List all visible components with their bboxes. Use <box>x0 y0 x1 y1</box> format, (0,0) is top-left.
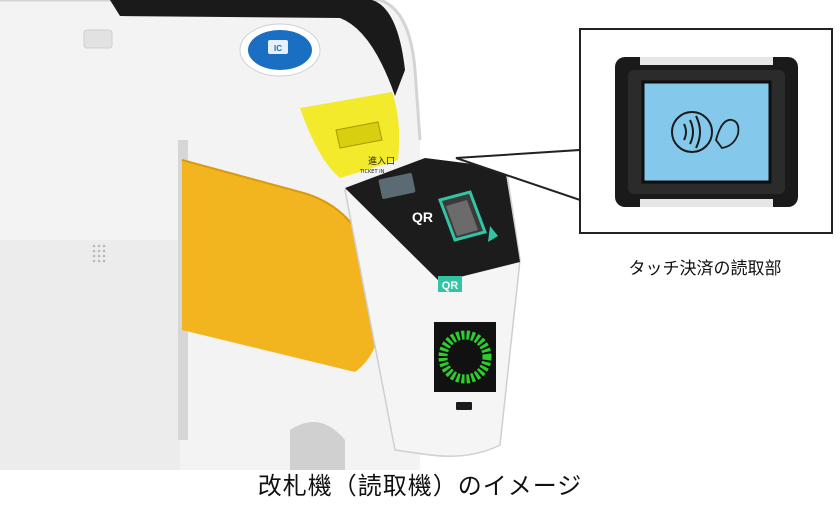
qr-main-label: QR <box>412 209 433 225</box>
entry-label-en: TICKET IN <box>359 169 385 175</box>
contactless-icon <box>671 111 740 153</box>
qr-reader-icon <box>438 190 498 242</box>
caption: 改札機（読取機）のイメージ <box>257 472 583 500</box>
reader-label: タッチ決済の読取部 <box>628 259 782 279</box>
callout-frame <box>579 28 833 234</box>
ic-mark-label: IC <box>274 44 282 53</box>
qr-sub-label: QR <box>442 280 459 292</box>
ticket-slot: 進入口 TICKET IN <box>300 92 400 178</box>
entry-label: 進入口 <box>368 155 395 167</box>
qr-sub-tag: QR <box>438 276 462 292</box>
green-ring-indicator <box>434 322 496 410</box>
ic-card-icon: IC <box>239 23 321 77</box>
